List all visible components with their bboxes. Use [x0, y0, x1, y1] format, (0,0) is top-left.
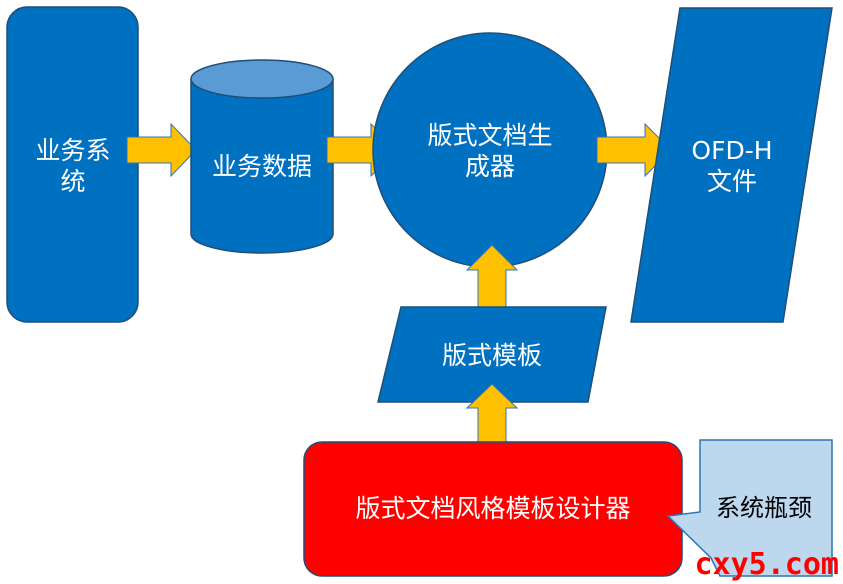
ofd-file-label-line1: OFD-H [691, 136, 772, 165]
bottleneck-callout: 系统瓶颈 [666, 439, 833, 577]
business-data-node: 业务数据 [190, 59, 334, 254]
generator-node: 版式文档生 成器 [372, 32, 608, 268]
ofd-file-node: OFD-H 文件 [630, 7, 833, 323]
business-data-label: 业务数据 [212, 152, 312, 181]
generator-label-line1: 版式文档生 [427, 121, 552, 150]
designer-label: 版式文档风格模板设计器 [355, 494, 630, 523]
arrow-template-to-generator [465, 244, 519, 309]
business-system-label-line1: 业务系 [35, 136, 110, 165]
template-node: 版式模板 [377, 306, 607, 403]
template-label: 版式模板 [442, 341, 542, 370]
callout-label: 系统瓶颈 [716, 494, 812, 522]
business-system-node: 业务系 统 [6, 6, 139, 323]
generator-label-line2: 成器 [465, 152, 515, 181]
watermark-text: cxy5.com [695, 547, 840, 582]
business-system-label-line2: 统 [60, 167, 85, 196]
designer-node: 版式文档风格模板设计器 [303, 441, 683, 577]
arrow-system-to-data [126, 122, 197, 178]
ofd-file-label-line2: 文件 [707, 167, 757, 196]
